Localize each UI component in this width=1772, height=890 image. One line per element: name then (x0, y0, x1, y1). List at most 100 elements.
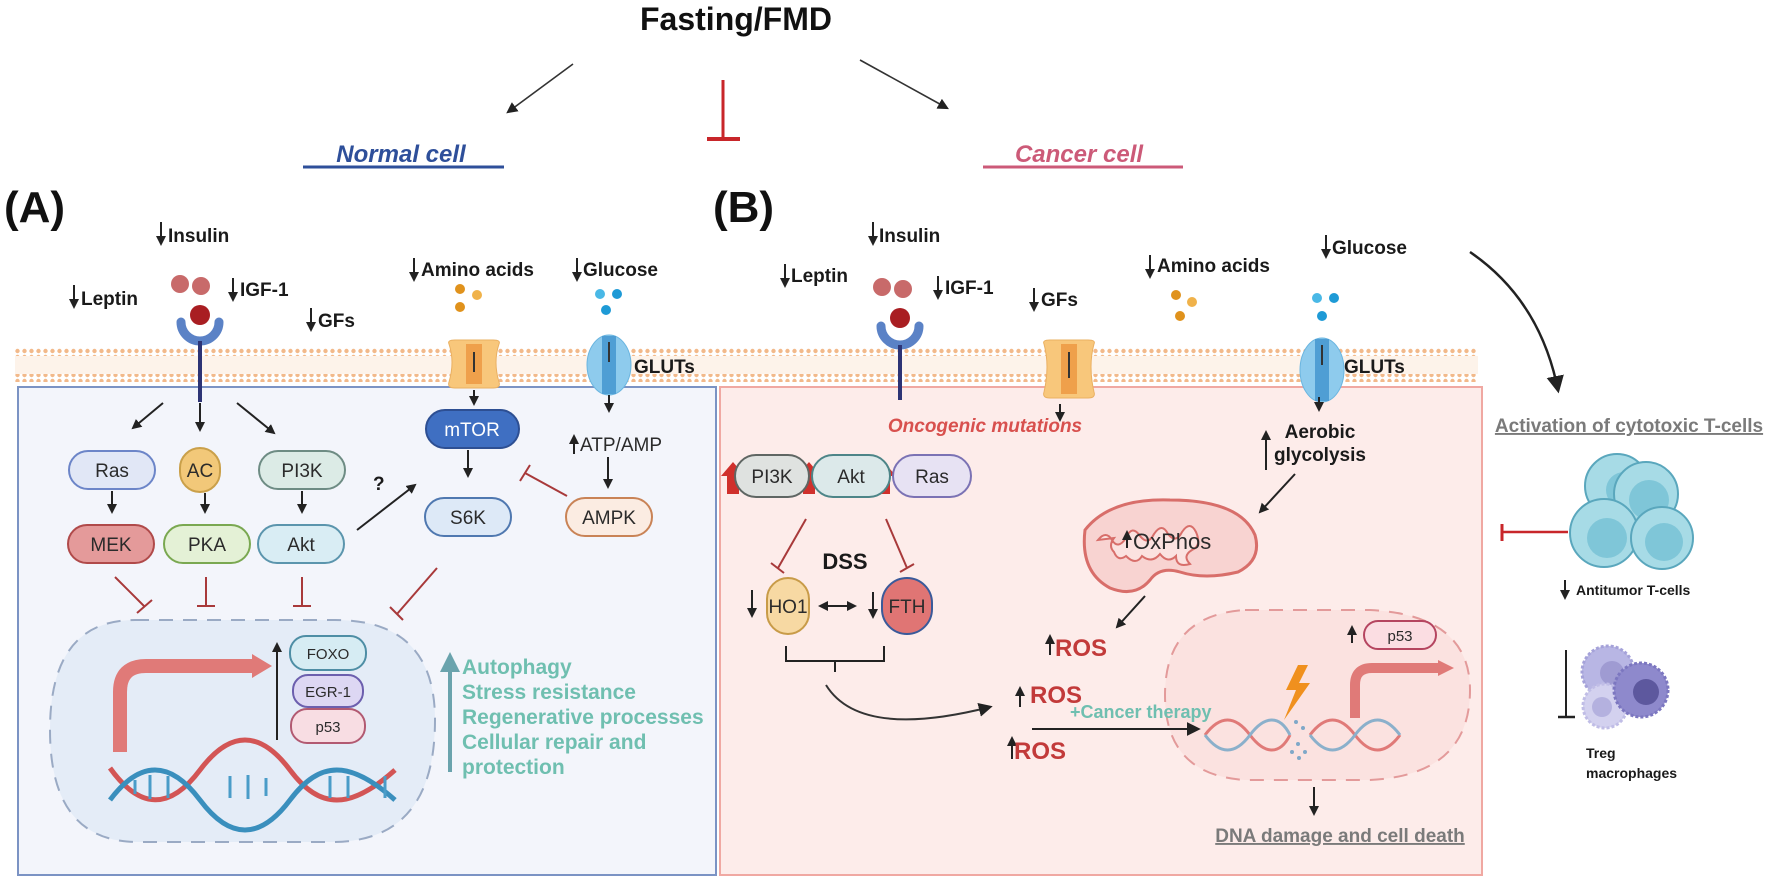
gluts-label-b: GLUTs (1344, 357, 1405, 378)
svg-text:Amino acids: Amino acids (1157, 256, 1270, 277)
svg-text:PKA: PKA (188, 535, 226, 556)
svg-text:glycolysis: glycolysis (1274, 445, 1366, 466)
node-s6k-a: S6K (424, 497, 512, 537)
svg-text:Insulin: Insulin (879, 226, 940, 247)
input-leptin-b: Leptin (780, 264, 848, 288)
t-cells-icon (1569, 453, 1694, 570)
arrow-receptor-pi3k (236, 402, 276, 435)
gluts-label-a: GLUTs (634, 357, 695, 378)
dss-label: DSS (822, 549, 867, 574)
svg-text:GFs: GFs (1041, 290, 1078, 311)
node-ho1: HO1 (747, 577, 810, 635)
outcome-protection: protection (462, 756, 565, 779)
factor-p53-b: p53 (1347, 620, 1437, 650)
input-amino-acids-b: Amino acids (1145, 255, 1270, 279)
factor-foxo: FOXO (289, 635, 367, 671)
nucleus-b (1163, 609, 1472, 781)
svg-text:mTOR: mTOR (444, 420, 500, 441)
curved-arrow-immune (1469, 250, 1564, 394)
svg-text:Ras: Ras (95, 461, 129, 482)
node-fth: FTH (868, 577, 933, 635)
svg-text:MEK: MEK (90, 535, 132, 556)
dna-damage-label: DNA damage and cell death (1215, 826, 1465, 847)
svg-text:Antitumor T-cells: Antitumor T-cells (1576, 582, 1691, 598)
inhibit-icon-center (707, 80, 740, 141)
bracket-ho1-fth (785, 646, 885, 672)
node-pi3k-a: PI3K (258, 450, 346, 490)
svg-text:Glucose: Glucose (1332, 238, 1407, 259)
svg-text:AMPK: AMPK (582, 508, 636, 529)
ros-label-2: ROS (1015, 682, 1082, 709)
ros-label-3: ROS (1007, 736, 1066, 765)
svg-text:PI3K: PI3K (751, 467, 793, 488)
svg-text:HO1: HO1 (768, 597, 807, 618)
arrow-akt-mtor (356, 483, 417, 531)
glut-transporter-a (586, 334, 632, 396)
glucose-dots-a (595, 289, 622, 315)
input-gfs-b: GFs (1029, 288, 1078, 312)
damaged-dna-icon (1203, 718, 1402, 760)
activation-t-cells-label: Activation of cytotoxic T-cells (1495, 416, 1763, 437)
treg-label: Treg (1586, 745, 1616, 761)
svg-text:Leptin: Leptin (791, 266, 848, 287)
factor-p53-a: p53 (290, 708, 366, 744)
svg-text:p53: p53 (315, 719, 340, 736)
outcome-autophagy: Autophagy (462, 656, 572, 679)
glucose-dots-b (1312, 293, 1339, 321)
ligand-molecules-b (873, 278, 912, 328)
node-ras-b: Ras (892, 454, 972, 498)
svg-text:Amino acids: Amino acids (421, 260, 534, 281)
svg-text:ATP/AMP: ATP/AMP (580, 435, 662, 456)
svg-text:EGR-1: EGR-1 (305, 684, 351, 701)
arrow-glycolysis-oxphos (1258, 473, 1296, 514)
outcome-regenerative: Regenerative processes (462, 706, 704, 729)
arrow-receptor-ras (131, 402, 164, 430)
input-insulin-b: Insulin (868, 222, 940, 247)
svg-text:ROS: ROS (1014, 738, 1066, 765)
panel-label-a: (A) (4, 183, 65, 232)
svg-text:IGF-1: IGF-1 (240, 280, 289, 301)
treg-macrophage-icon (1580, 644, 1670, 730)
inhibit-lines-nucleus (114, 567, 438, 621)
ligand-molecules-a (171, 275, 210, 325)
transcription-arrowhead-b (1438, 660, 1454, 676)
transcription-arrowhead-a (252, 654, 272, 678)
amino-acid-transporter-a (448, 339, 500, 389)
panel-label-b: (B) (713, 183, 774, 232)
inhibit-treg (1558, 650, 1575, 719)
transcription-arrow-b (1350, 663, 1440, 718)
oncogenic-mutations-label: Oncogenic mutations (888, 416, 1082, 437)
amino-acid-dots-b (1171, 290, 1197, 321)
svg-text:IGF-1: IGF-1 (945, 278, 994, 299)
macrophages-label: macrophages (1586, 765, 1677, 781)
node-mtor-a: mTOR (425, 409, 520, 449)
svg-text:S6K: S6K (450, 508, 486, 529)
node-akt-b: Akt (811, 454, 891, 498)
arrow-oxphos-ros (1115, 595, 1146, 629)
svg-text:ROS: ROS (1030, 682, 1082, 709)
input-glucose-a: Glucose (572, 258, 658, 282)
antitumor-t-cells-label: Antitumor T-cells (1560, 580, 1691, 600)
input-glucose-b: Glucose (1321, 235, 1407, 259)
svg-text:ROS: ROS (1055, 635, 1107, 662)
question-mark: ? (373, 474, 385, 495)
outcome-stress-resistance: Stress resistance (462, 681, 636, 704)
outcome-arrow (440, 652, 460, 772)
dna-helix-a (107, 737, 397, 833)
nucleus-a (48, 619, 437, 843)
svg-text:GFs: GFs (318, 311, 355, 332)
svg-text:Glucose: Glucose (583, 260, 658, 281)
svg-text:FOXO: FOXO (307, 646, 350, 663)
cancer-therapy-label: +Cancer therapy (1070, 702, 1212, 722)
node-ampk-a: AMPK (565, 497, 653, 537)
input-gfs-a: GFs (306, 308, 355, 332)
receptor-icon-b (876, 321, 924, 400)
inhibit-lines-dss (770, 518, 915, 574)
input-leptin-a: Leptin (69, 285, 138, 310)
svg-text:Ras: Ras (915, 467, 949, 488)
input-igf1-a: IGF-1 (228, 278, 289, 302)
svg-text:PI3K: PI3K (281, 461, 323, 482)
svg-text:Leptin: Leptin (81, 289, 138, 310)
glut-transporter-b (1299, 337, 1345, 403)
